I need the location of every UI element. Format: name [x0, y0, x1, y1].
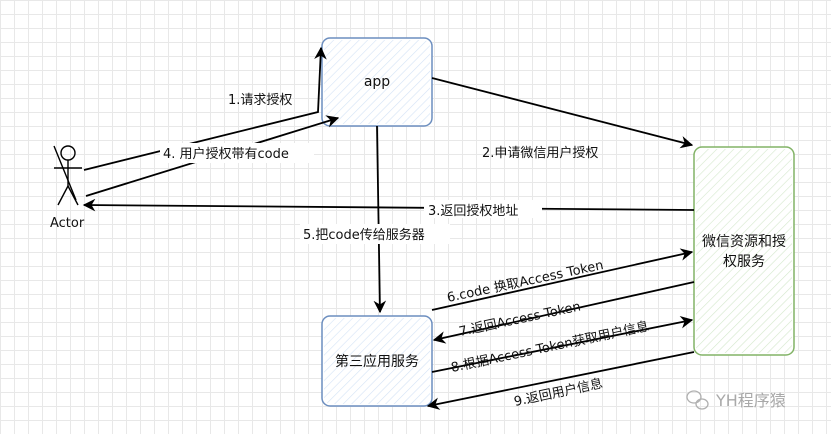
edge-3-label-bg — [424, 200, 542, 218]
wechat-label-line2: 权服务 — [723, 254, 765, 270]
edge-7-return-token — [432, 281, 695, 344]
watermark-text: YH程序猿 — [715, 391, 786, 410]
app-label: app — [364, 74, 390, 90]
edge-2-label: 2.申请微信用户授权 — [482, 145, 598, 161]
edge-7-label: 7.返回Access Token — [458, 299, 582, 339]
edge-1-label: 1.请求授权 — [228, 92, 292, 108]
edge-5-label: 5.把code传给服务器 — [303, 227, 425, 243]
edge-9-label: 9.返回用户信息 — [513, 375, 605, 409]
edge-5-label-bg — [300, 224, 450, 244]
edge-3-return-auth-url — [82, 198, 695, 212]
watermark: YH程序猿 — [686, 390, 786, 410]
wechat-icon — [686, 390, 709, 410]
edge-4-label: 4. 用户授权带有code — [163, 146, 289, 162]
server-label: 第三应用服务 — [335, 353, 419, 370]
edge-8-get-user-info — [431, 316, 694, 373]
app-node: app — [321, 37, 433, 127]
edge-6-exchange-token — [431, 248, 694, 311]
edge-3-label: 3.返回授权地址 — [428, 203, 518, 219]
actor-icon — [53, 145, 82, 206]
wechat-node: 微信资源和授 权服务 — [693, 146, 795, 356]
edge-6-label: 6.code 换取Access Token — [446, 258, 605, 306]
edge-9-return-user-info — [426, 351, 695, 410]
edge-2-apply-wechat-auth — [431, 77, 694, 149]
actor-label: Actor — [50, 216, 85, 231]
edge-5-send-code — [373, 125, 387, 314]
server-node: 第三应用服务 — [321, 315, 433, 407]
wechat-label-line1: 微信资源和授 — [702, 234, 786, 250]
edge-4-label-bg — [160, 143, 314, 163]
